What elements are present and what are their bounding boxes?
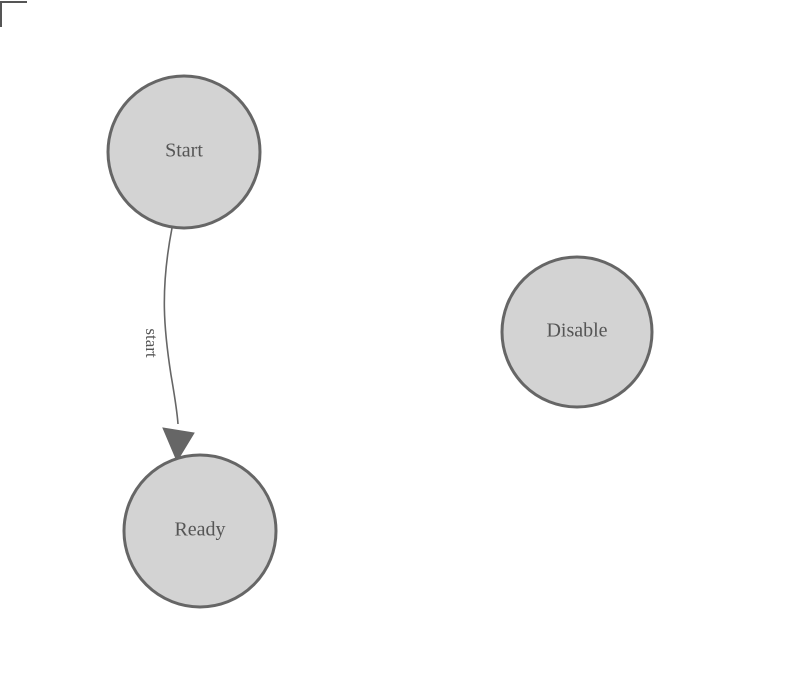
node-ready-label: Ready: [174, 519, 225, 541]
node-disable-circle[interactable]: [500, 255, 654, 409]
node-ready-circle[interactable]: [122, 453, 278, 609]
edge-label-start: start: [142, 328, 161, 358]
node-start[interactable]: Start: [106, 74, 262, 230]
node-disable-label: Disable: [546, 320, 607, 342]
arrowhead-icon: [162, 427, 195, 463]
node-start-label: Start: [165, 140, 203, 162]
node-start-circle[interactable]: [106, 74, 262, 230]
edge-start-to-ready[interactable]: start: [142, 227, 195, 463]
node-ready[interactable]: Ready: [122, 453, 278, 609]
edge-line: [163, 227, 179, 425]
top-left-corner-mark: [0, 1, 27, 27]
node-disable[interactable]: Disable: [500, 255, 654, 409]
